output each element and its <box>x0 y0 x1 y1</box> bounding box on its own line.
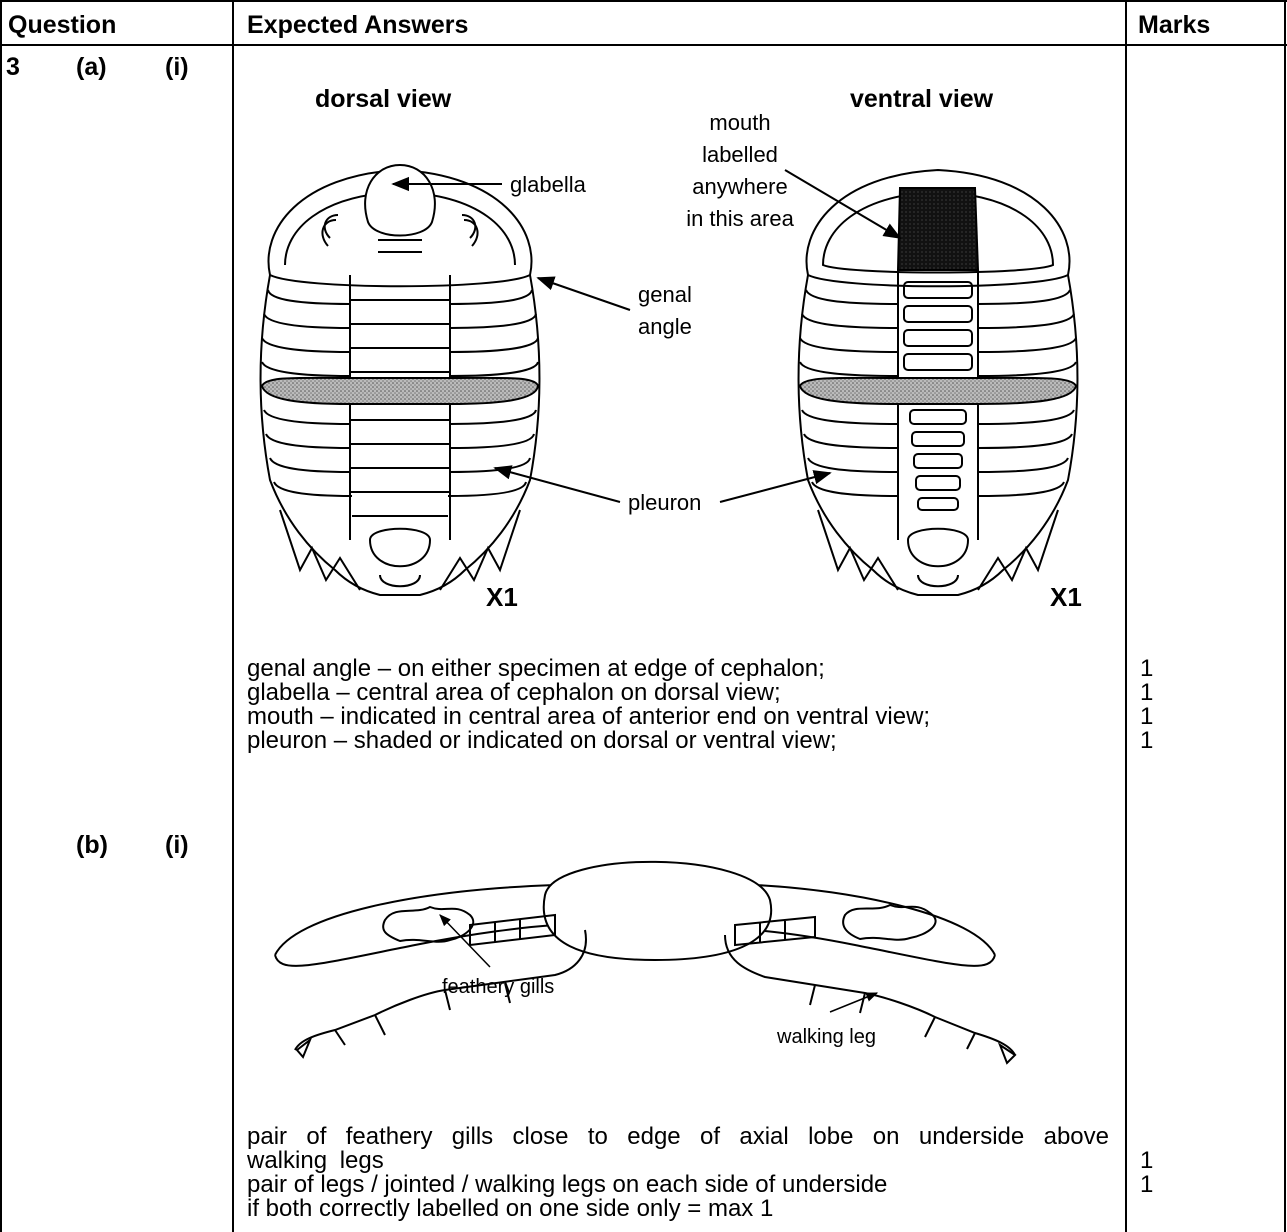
svg-text:angle: angle <box>638 314 692 339</box>
dorsal-trilobite <box>261 165 540 595</box>
trilobite-figure: dorsal view ventral view <box>240 70 1120 630</box>
svg-text:genal: genal <box>638 282 692 307</box>
answer-line: pair of feathery gills close to edge of … <box>247 1125 1109 1173</box>
svg-text:mouth: mouth <box>709 110 770 135</box>
mark-value: 1 <box>1140 1173 1240 1197</box>
mouth-label: mouth labelled anywhere in this area <box>686 110 794 231</box>
pleuron-label: pleuron <box>628 490 701 515</box>
ventral-view-title: ventral view <box>850 85 994 113</box>
scale-right: X1 <box>1050 582 1082 612</box>
table-left-border <box>0 0 2 1232</box>
mark-value: 1 <box>1140 1149 1240 1173</box>
part-a-marks: 1 1 1 1 <box>1140 657 1240 753</box>
mark-value: 1 <box>1140 705 1240 729</box>
part-a-answers: genal angle – on either specimen at edge… <box>247 657 1117 753</box>
genal-angle-label: genal angle <box>638 282 692 339</box>
mark-value: 1 <box>1140 681 1240 705</box>
part-b-label: (b) <box>76 833 108 858</box>
header-bottom-border <box>0 44 1287 46</box>
feathery-gills-label: feathery gills <box>442 976 554 998</box>
answer-line: if both correctly labelled on one side o… <box>247 1197 1109 1221</box>
answer-line: genal angle – on either specimen at edge… <box>247 657 1117 681</box>
table-right-border <box>1284 0 1286 1232</box>
answer-line: pair of legs / jointed / walking legs on… <box>247 1173 1109 1197</box>
cross-section-figure: feathery gills walking leg <box>255 845 1055 1065</box>
svg-text:labelled: labelled <box>702 142 778 167</box>
marks-column-divider <box>1125 0 1127 1232</box>
header-question: Question <box>8 13 116 38</box>
header-expected-answers: Expected Answers <box>247 13 468 38</box>
answer-line: mouth – indicated in central area of ant… <box>247 705 1117 729</box>
mark-value: 1 <box>1140 729 1240 753</box>
table-top-border <box>0 0 1287 2</box>
scale-left: X1 <box>486 582 518 612</box>
walking-leg-label: walking leg <box>776 1026 876 1048</box>
question-column-divider <box>232 0 234 1232</box>
part-b-subpart-label: (i) <box>165 833 189 858</box>
mark-value: 1 <box>1140 657 1240 681</box>
question-number: 3 <box>6 55 20 80</box>
dorsal-view-title: dorsal view <box>315 85 452 113</box>
svg-text:anywhere: anywhere <box>692 174 787 199</box>
header-marks: Marks <box>1138 13 1210 38</box>
part-a-label: (a) <box>76 55 107 80</box>
ventral-trilobite <box>799 170 1078 595</box>
part-b-answers: pair of feathery gills close to edge of … <box>247 1125 1109 1221</box>
part-a-subpart-label: (i) <box>165 55 189 80</box>
glabella-label: glabella <box>510 172 587 197</box>
answer-line: glabella – central area of cephalon on d… <box>247 681 1117 705</box>
answer-line: pleuron – shaded or indicated on dorsal … <box>247 729 1117 753</box>
svg-text:in this area: in this area <box>686 206 794 231</box>
part-b-marks: 1 1 <box>1140 1149 1240 1197</box>
